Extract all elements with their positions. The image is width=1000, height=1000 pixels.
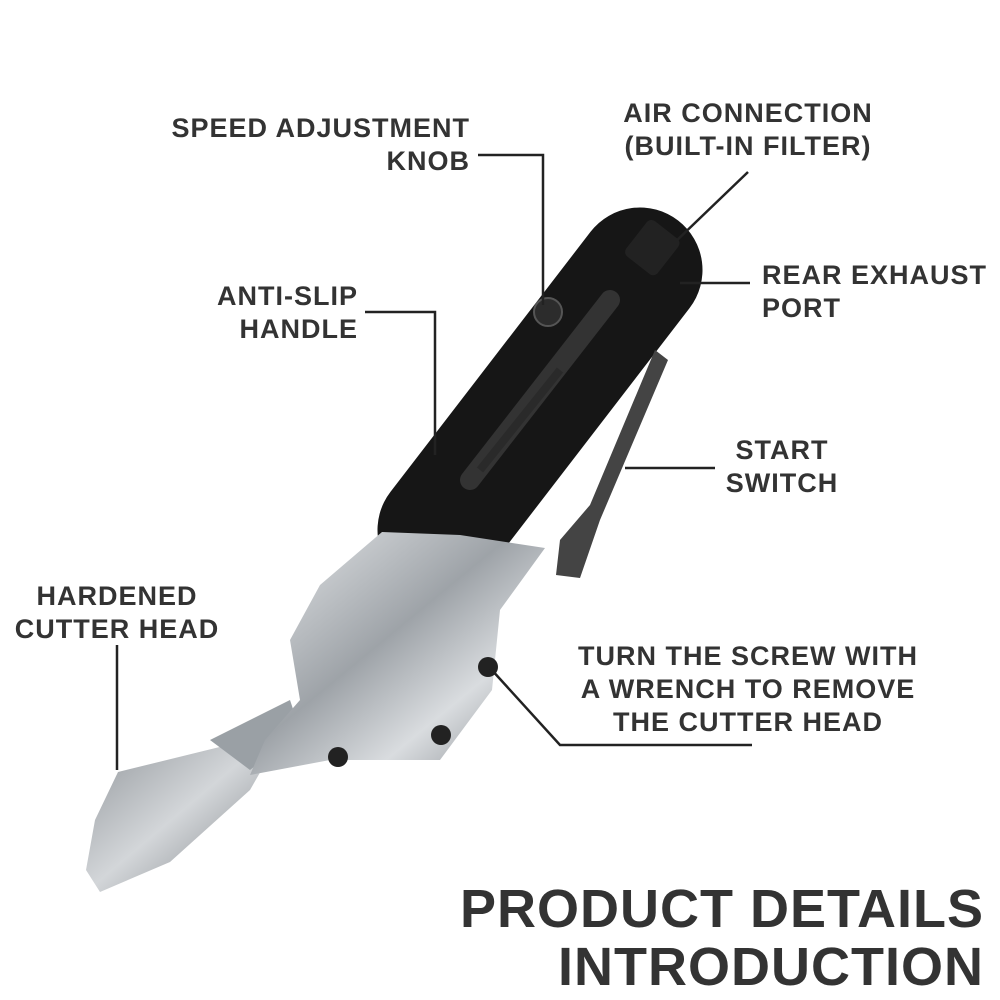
label-line: HARDENED — [36, 581, 198, 611]
title-line: PRODUCT DETAILS — [460, 879, 984, 939]
label-rear-exhaust-port: REAR EXHAUST PORT — [762, 259, 987, 325]
label-line: START — [735, 435, 829, 465]
label-line: SWITCH — [725, 468, 839, 498]
label-line: THE CUTTER HEAD — [613, 707, 883, 737]
label-line: CUTTER HEAD — [14, 614, 220, 644]
page-title: PRODUCT DETAILS INTRODUCTION — [460, 880, 984, 996]
title-line: INTRODUCTION — [558, 937, 984, 997]
label-line: REAR EXHAUST — [762, 260, 988, 290]
air-connection-nub — [625, 219, 680, 276]
upper-blade — [210, 700, 300, 770]
lower-blade — [86, 720, 290, 892]
label-line: ANTI-SLIP — [217, 281, 358, 311]
label-remove-cutter-head: TURN THE SCREW WITH A WRENCH TO REMOVE T… — [548, 640, 948, 739]
label-hardened-cutter-head: HARDENED CUTTER HEAD — [0, 580, 234, 646]
label-air-connection: AIR CONNECTION (BUILT-IN FILTER) — [598, 97, 898, 163]
cutter-head — [250, 532, 545, 775]
screw — [328, 747, 348, 767]
label-line: HANDLE — [239, 314, 358, 344]
label-anti-slip-handle: ANTI-SLIP HANDLE — [217, 280, 358, 346]
callout-lines — [115, 153, 752, 770]
label-line: AIR CONNECTION — [623, 98, 873, 128]
label-line: (BUILT-IN FILTER) — [624, 131, 872, 161]
label-speed-adjustment-knob: SPEED ADJUSTMENT KNOB — [171, 112, 470, 178]
screw — [431, 725, 451, 745]
label-start-switch: START SWITCH — [702, 434, 862, 500]
label-line: TURN THE SCREW WITH — [578, 641, 918, 671]
label-line: SPEED ADJUSTMENT — [171, 113, 470, 143]
label-line: KNOB — [386, 146, 470, 176]
label-line: PORT — [762, 293, 842, 323]
speed-knob — [533, 297, 563, 327]
label-line: A WRENCH TO REMOVE — [580, 674, 916, 704]
start-switch-lever — [556, 350, 668, 578]
